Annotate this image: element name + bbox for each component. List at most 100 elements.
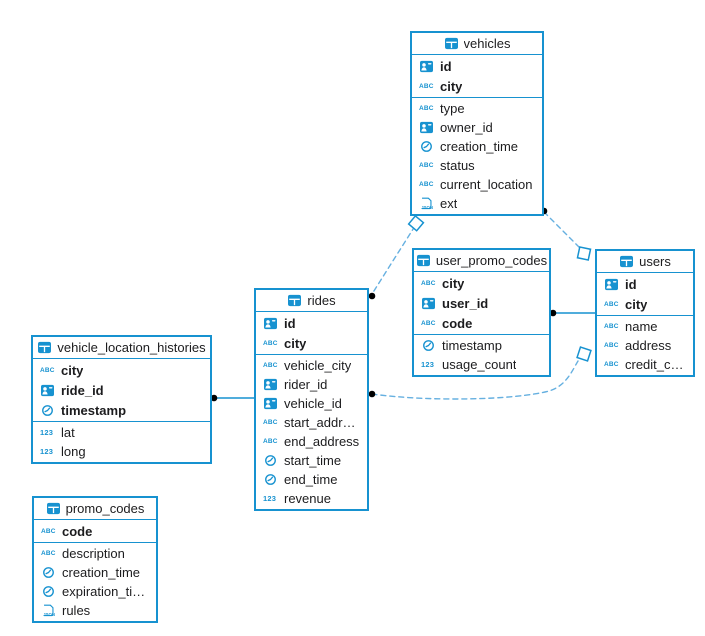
column-name: current_location xyxy=(440,177,533,192)
column-name: city xyxy=(284,335,307,351)
column-row: ride_id xyxy=(33,380,210,400)
column-name: city xyxy=(625,296,648,312)
table-rides[interactable]: rides id ABC city ABC vehicle_city rider… xyxy=(254,288,369,511)
text-type-icon: ABC xyxy=(421,279,436,287)
text-type-icon: ABC xyxy=(41,527,56,535)
column-name: revenue xyxy=(284,491,331,506)
primary-key-section: ABC city ride_id timestamp xyxy=(33,358,210,421)
relationship-line-rides-users[interactable] xyxy=(371,360,579,400)
column-row: 123 revenue xyxy=(256,489,367,508)
column-name: ride_id xyxy=(61,382,104,398)
column-row: ABC city xyxy=(414,273,549,293)
table-header: promo_codes xyxy=(34,498,156,519)
relationship-line-users-vehicles[interactable] xyxy=(543,211,582,250)
column-row: expiration_time xyxy=(34,582,156,601)
columns-section: timestamp 123 usage_count xyxy=(414,334,549,375)
column-name: owner_id xyxy=(440,120,493,135)
text-type-icon: ABC xyxy=(604,300,619,308)
clock-icon xyxy=(41,585,62,598)
column-row: 123 lat xyxy=(33,423,210,442)
table-name: users xyxy=(639,254,671,269)
text-type-icon: ABC xyxy=(263,438,278,445)
relationship-line-rides-vehicles[interactable] xyxy=(371,225,416,295)
column-row: ABC city xyxy=(412,76,542,96)
table-header: vehicles xyxy=(412,33,542,54)
uuid-icon xyxy=(419,60,440,73)
column-name: start_address xyxy=(284,415,360,430)
number-type-icon: 123 xyxy=(40,428,54,437)
primary-key-section: ABC code xyxy=(34,519,156,542)
primary-key-section: ABC city user_id ABC code xyxy=(414,271,549,334)
text-type-icon: ABC xyxy=(421,319,436,327)
column-row: user_id xyxy=(414,293,549,313)
relationship-diamond-vehicles xyxy=(407,214,425,232)
text-type-icon: ABC xyxy=(40,366,55,374)
uuid-icon xyxy=(263,397,284,410)
column-name: start_time xyxy=(284,453,342,468)
columns-section: ABC name ABC address ABC credit_card xyxy=(597,315,693,375)
columns-section: ABC type owner_id creation_time ABC stat… xyxy=(412,97,542,214)
table-user-promo-codes[interactable]: user_promo_codes ABC city user_id ABC co… xyxy=(412,248,551,377)
table-icon xyxy=(287,294,302,307)
column-name: end_time xyxy=(284,472,338,487)
table-icon xyxy=(416,254,431,267)
column-row: ABC city xyxy=(33,360,210,380)
json-icon xyxy=(41,604,62,617)
table-name: rides xyxy=(307,293,336,308)
text-type-icon: ABC xyxy=(419,162,434,169)
uuid-icon xyxy=(419,121,440,134)
column-row: rules xyxy=(34,601,156,620)
column-row: timestamp xyxy=(33,400,210,420)
column-row: ABC city xyxy=(597,294,693,314)
number-type-icon: 123 xyxy=(40,447,54,456)
table-vehicles[interactable]: vehicles id ABC city ABC type owner_id xyxy=(410,31,544,216)
relationship-diamond-users-top xyxy=(576,246,592,261)
text-type-icon: ABC xyxy=(41,550,56,557)
text-type-icon: ABC xyxy=(263,419,278,426)
column-row: rider_id xyxy=(256,375,367,394)
column-name: code xyxy=(442,315,473,331)
clock-icon xyxy=(263,473,284,486)
column-name: creation_time xyxy=(62,565,141,580)
column-row: ABC credit_card xyxy=(597,355,693,374)
column-row: ABC city xyxy=(256,333,367,353)
table-icon xyxy=(37,341,52,354)
column-row: ABC status xyxy=(412,156,542,175)
clock-icon xyxy=(421,339,442,352)
column-row: id xyxy=(412,56,542,76)
clock-icon xyxy=(40,404,61,417)
column-row: 123 usage_count xyxy=(414,355,549,374)
text-type-icon: ABC xyxy=(604,323,619,330)
table-header: rides xyxy=(256,290,367,311)
column-name: type xyxy=(440,101,465,116)
column-name: name xyxy=(625,319,658,334)
primary-key-section: id ABC city xyxy=(412,54,542,97)
text-type-icon: ABC xyxy=(419,181,434,188)
column-name: usage_count xyxy=(442,357,517,372)
column-row: ext xyxy=(412,194,542,213)
table-promo-codes[interactable]: promo_codes ABC code ABC description cre… xyxy=(32,496,158,623)
column-row: ABC vehicle_city xyxy=(256,356,367,375)
table-name: vehicle_location_histories xyxy=(57,340,206,355)
column-row: creation_time xyxy=(34,563,156,582)
column-name: rider_id xyxy=(284,377,328,392)
table-users[interactable]: users id ABC city ABC name ABC address A… xyxy=(595,249,695,377)
table-icon xyxy=(619,255,634,268)
text-type-icon: ABC xyxy=(263,339,278,347)
column-row: 123 long xyxy=(33,442,210,461)
table-name: vehicles xyxy=(463,36,511,51)
column-name: vehicle_id xyxy=(284,396,342,411)
column-name: end_address xyxy=(284,434,360,449)
text-type-icon: ABC xyxy=(419,82,434,90)
column-row: ABC address xyxy=(597,336,693,355)
table-icon xyxy=(46,502,61,515)
text-type-icon: ABC xyxy=(263,362,278,369)
uuid-icon xyxy=(421,297,442,310)
column-name: ext xyxy=(440,196,458,211)
column-name: vehicle_city xyxy=(284,358,352,373)
primary-key-section: id ABC city xyxy=(256,311,367,354)
columns-section: ABC description creation_time expiration… xyxy=(34,542,156,621)
table-vehicle-location-histories[interactable]: vehicle_location_histories ABC city ride… xyxy=(31,335,212,464)
relationship-dot-rides-top xyxy=(368,292,376,300)
column-name: lat xyxy=(61,425,75,440)
